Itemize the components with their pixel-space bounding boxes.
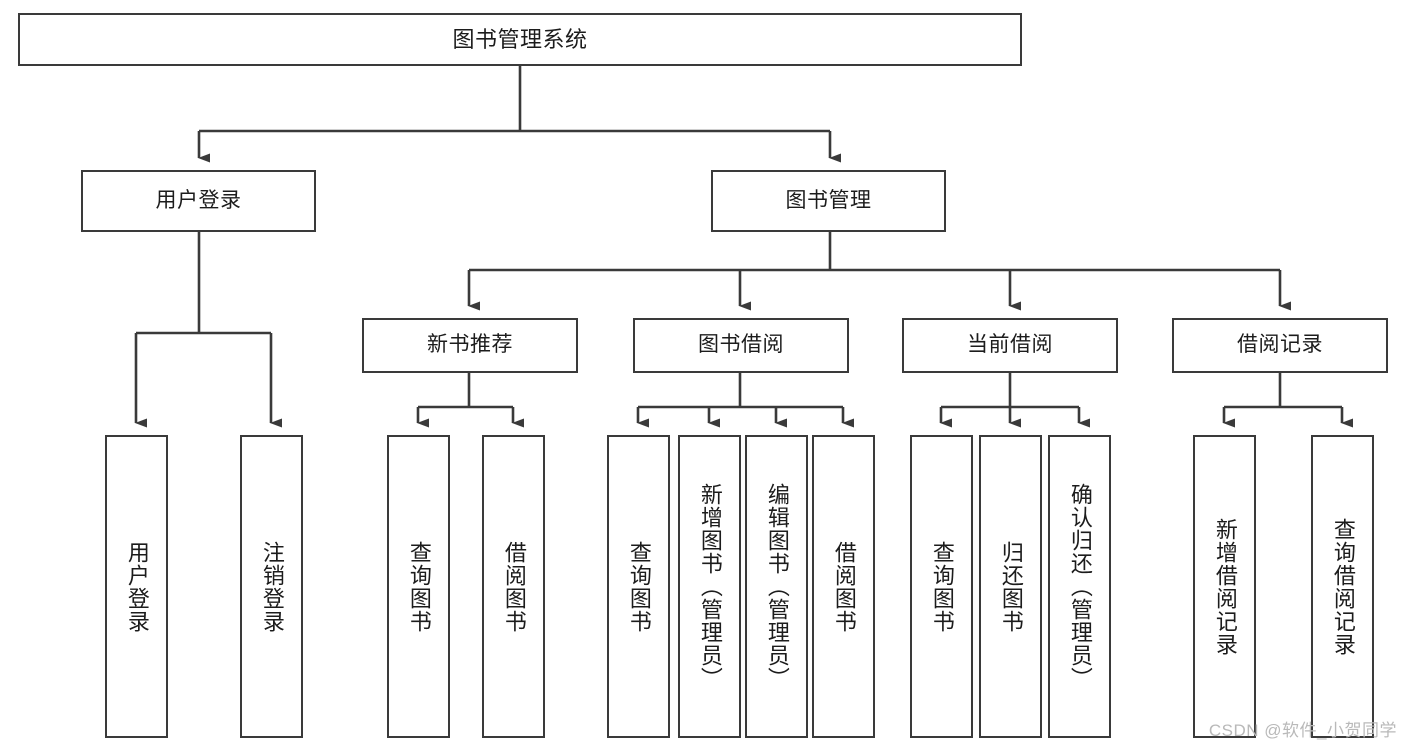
node-label: 注销登录 [259,540,285,633]
node-label: 新书推荐 [427,333,513,357]
csdn-watermark: CSDN @软件_小贺同学 [1208,721,1397,740]
node-label: 借阅图书 [831,540,857,633]
leaf-confirm-return-admin[interactable]: 确认归还（管理员） [1048,435,1111,738]
node-label: 查询图书 [406,540,432,633]
node-label: 新增借阅记录 [1212,517,1238,656]
leaf-user-login[interactable]: 用户登录 [105,435,168,738]
node-book-management[interactable]: 图书管理 [711,170,946,232]
leaf-edit-book-admin[interactable]: 编辑图书（管理员） [745,435,808,738]
leaf-borrow-book-recommend[interactable]: 借阅图书 [482,435,545,738]
node-new-book-recommend[interactable]: 新书推荐 [362,318,578,373]
node-label: 确认归还（管理员） [1067,483,1093,690]
node-label: 图书管理系统 [452,26,588,52]
node-label: 图书管理 [785,188,872,212]
node-borrow-record[interactable]: 借阅记录 [1172,318,1388,373]
node-label: 图书借阅 [698,333,784,357]
node-root-book-management-system[interactable]: 图书管理系统 [18,13,1022,66]
node-user-login[interactable]: 用户登录 [81,170,316,232]
node-label: 查询图书 [929,540,955,633]
leaf-add-book-admin[interactable]: 新增图书（管理员） [678,435,741,738]
node-label: 用户登录 [124,540,150,633]
leaf-query-book-current[interactable]: 查询图书 [910,435,973,738]
node-label: 归还图书 [998,540,1024,633]
leaf-query-borrow-record[interactable]: 查询借阅记录 [1311,435,1374,738]
leaf-return-book[interactable]: 归还图书 [979,435,1042,738]
node-current-borrow[interactable]: 当前借阅 [902,318,1118,373]
leaf-query-book-borrow[interactable]: 查询图书 [607,435,670,738]
node-label: 当前借阅 [967,333,1053,357]
node-label: 用户登录 [155,188,242,212]
leaf-query-book-recommend[interactable]: 查询图书 [387,435,450,738]
node-book-borrow[interactable]: 图书借阅 [633,318,849,373]
leaf-borrow-book[interactable]: 借阅图书 [812,435,875,738]
node-label: 借阅图书 [501,540,527,633]
node-label: 新增图书（管理员） [697,483,723,690]
node-label: 编辑图书（管理员） [764,483,790,690]
node-label: 查询借阅记录 [1330,517,1356,656]
node-label: 借阅记录 [1237,333,1323,357]
leaf-logout-login[interactable]: 注销登录 [240,435,303,738]
node-label: 查询图书 [626,540,652,633]
leaf-add-borrow-record[interactable]: 新增借阅记录 [1193,435,1256,738]
